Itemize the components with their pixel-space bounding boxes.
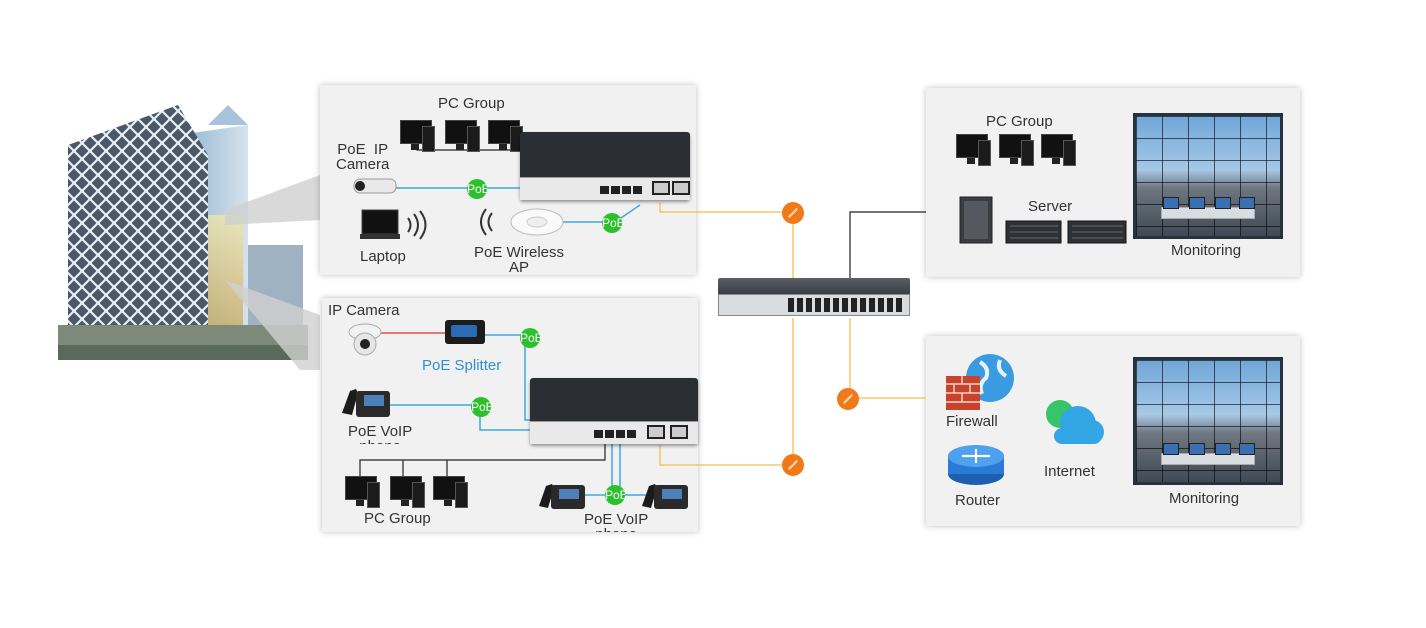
pc-icon [488,120,523,152]
fiber-connector-icon [837,388,859,410]
poe-badge: PoE [520,328,540,348]
pc-icon [999,134,1034,166]
poe-voip-phone-label: PoE VoIP phone [584,512,649,532]
pc-icon [400,120,435,152]
pc-icon [433,476,468,508]
pc-icon [445,120,480,152]
fiber-connector-icon [782,202,804,224]
router-label: Router [955,492,1001,509]
cloud-icon [1046,400,1104,444]
pc-icon [345,476,380,508]
wireless-ap-icon [480,208,564,236]
pc-group-label-datacenter: PC Group [986,113,1053,130]
poe-badge: PoE [605,485,625,505]
poe-wireless-ap-label: PoE Wireless AP [474,244,565,276]
pc-icon [956,134,991,166]
poe-badge: PoE [602,213,622,233]
voip-phone-icon [642,484,688,509]
monitoring-label: Monitoring [1169,490,1240,507]
laptop-label: Laptop [360,248,406,265]
fiber-connector-icon [782,454,804,476]
server-rack-icon [959,196,1127,244]
voip-phone-icon [342,389,390,417]
poe-switch-bottom [530,378,698,444]
monitoring-videowall [1133,357,1283,485]
monitoring-label: Monitoring [1171,242,1242,259]
poe-splitter-label: PoE Splitter [422,357,502,374]
firewall-globe-icon [946,354,1014,410]
poe-splitter-icon [445,320,485,344]
poe-switch-top [520,132,690,200]
voip-phone-icon [539,484,585,509]
poe-badge: PoE [467,179,487,199]
dome-camera-icon [348,323,382,356]
firewall-label: Firewall [946,413,998,430]
pc-icon [390,476,425,508]
pc-group-label-top: PC Group [438,95,505,112]
server-label: Server [1028,198,1073,215]
laptop-icon [360,209,427,240]
internet-label: Internet [1044,463,1095,480]
monitoring-videowall [1133,113,1283,239]
pc-icon [1041,134,1076,166]
ip-camera-label: IP Camera [328,302,400,319]
poe-voip-phone-label: PoE VoIP phone [348,424,413,444]
bullet-camera-icon [353,178,397,194]
router-icon [948,445,1004,485]
poe-badge: PoE [471,397,491,417]
poe-ip-camera-label: PoE IP Camera [336,141,390,173]
pc-group-label-bottom: PC Group [364,510,431,527]
core-switch [718,278,910,318]
